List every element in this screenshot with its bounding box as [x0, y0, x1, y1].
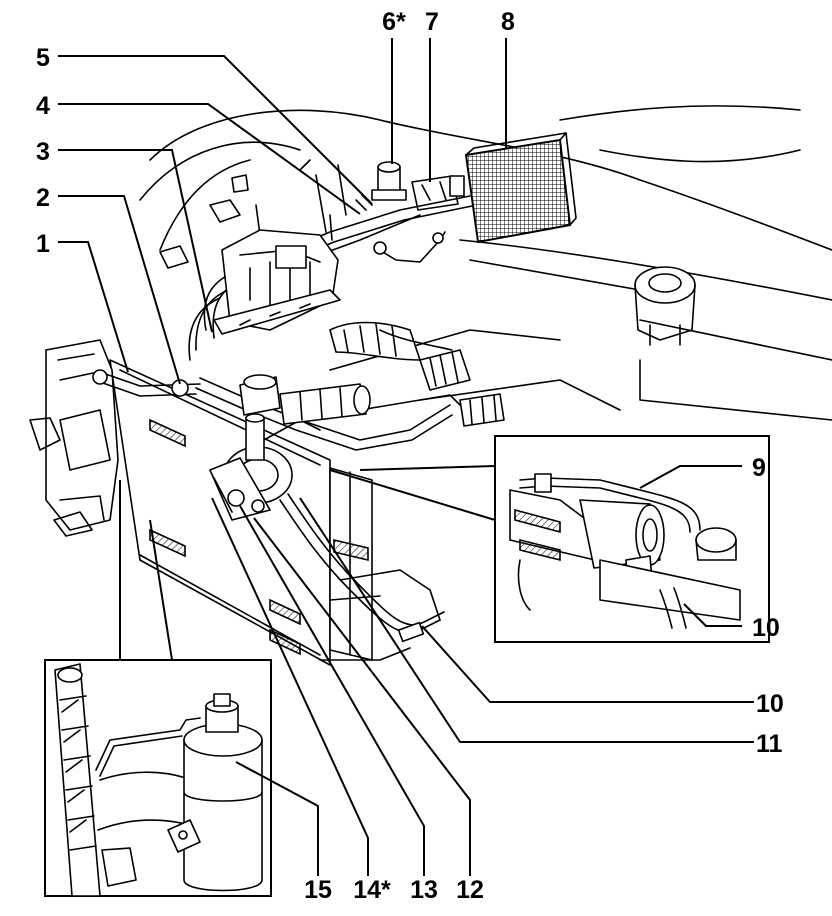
inset-compressor-detail	[494, 435, 770, 643]
inset-receiver-drier	[44, 659, 272, 897]
callout-label-6: 6*	[382, 8, 406, 36]
callout-label-15: 15	[304, 876, 332, 904]
fan-shroud	[29, 339, 119, 537]
callout-label-2: 2	[36, 184, 50, 212]
callout-label-11: 11	[756, 730, 783, 758]
callout-label-8: 8	[501, 8, 515, 36]
expansion-valve	[411, 175, 465, 211]
callout-label-7: 7	[425, 8, 439, 36]
compressor	[209, 374, 371, 521]
engine-block	[213, 229, 505, 427]
callout-label-5: 5	[36, 44, 50, 72]
callout-label-13: 13	[410, 876, 438, 904]
engine-bay-background	[139, 105, 832, 421]
callout-leaders	[58, 38, 754, 876]
callout-label-12: 12	[456, 876, 484, 904]
callout-label-3: 3	[36, 138, 50, 166]
callout-label-9: 9	[752, 454, 766, 482]
callout-labels: 1 2 3 4 5 6* 7 8 9 10 10 11 12 13 14* 15	[36, 8, 784, 904]
callout-label-1: 1	[36, 230, 50, 258]
callout-label-10-inset: 10	[752, 614, 780, 642]
callout-label-14: 14*	[353, 876, 391, 904]
radiator	[329, 467, 373, 661]
condenser-lines	[92, 369, 453, 661]
condenser	[109, 359, 331, 666]
evaporator-core	[464, 132, 577, 244]
callout-label-10: 10	[756, 690, 784, 718]
pressure-switch	[371, 161, 407, 201]
callout-label-4: 4	[36, 92, 50, 120]
